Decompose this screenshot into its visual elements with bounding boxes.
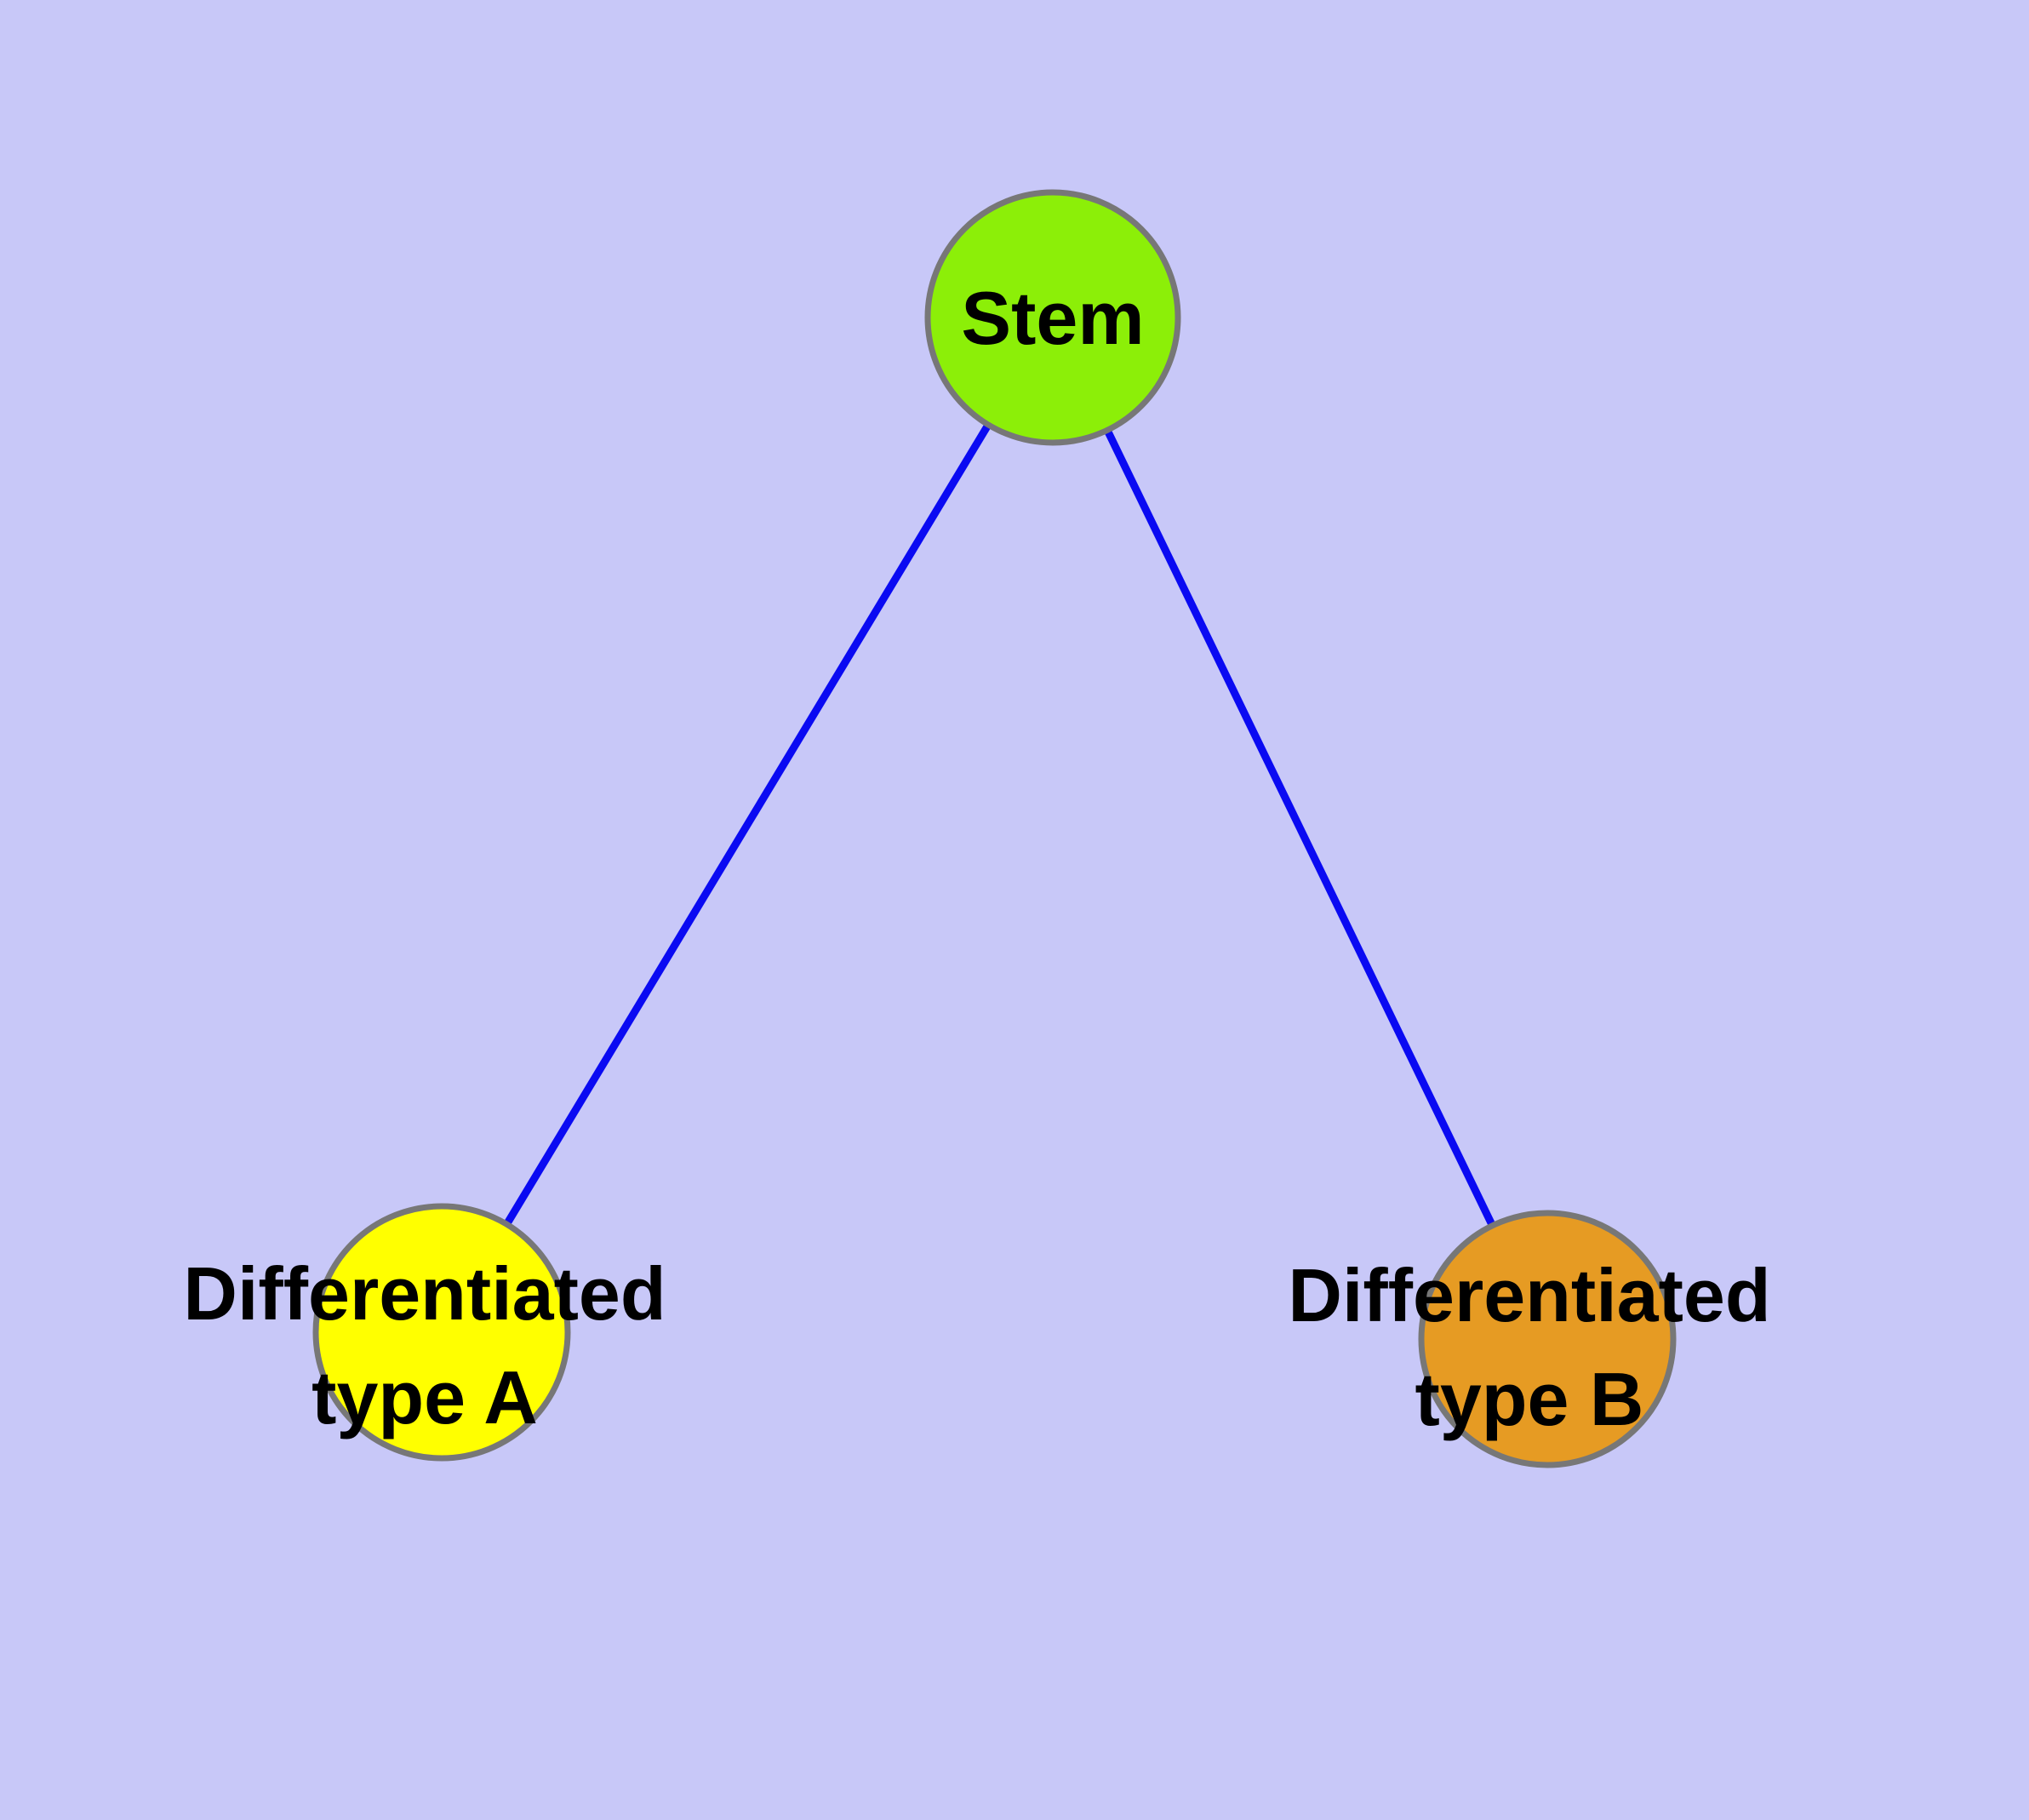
node-type-b-label-line2: type B bbox=[1415, 1357, 1644, 1441]
edge-stem-to-type-a bbox=[438, 315, 1056, 1335]
edges bbox=[438, 315, 1552, 1341]
node-type-b-label-line1: Differentiated bbox=[1288, 1253, 1770, 1337]
node-stem-circle bbox=[924, 189, 1181, 446]
node-type-b-circle bbox=[1418, 1210, 1677, 1468]
node-type-a-label-line2: type A bbox=[311, 1355, 538, 1439]
node-stem-label: Stem bbox=[961, 276, 1144, 360]
node-type-a-circle bbox=[312, 1203, 571, 1462]
nodes bbox=[312, 189, 1677, 1468]
edge-stem-to-type-b bbox=[1049, 316, 1552, 1341]
node-labels: Stem Differentiated type A Differentiate… bbox=[183, 276, 1770, 1441]
node-type-a-label-line1: Differentiated bbox=[183, 1251, 666, 1336]
